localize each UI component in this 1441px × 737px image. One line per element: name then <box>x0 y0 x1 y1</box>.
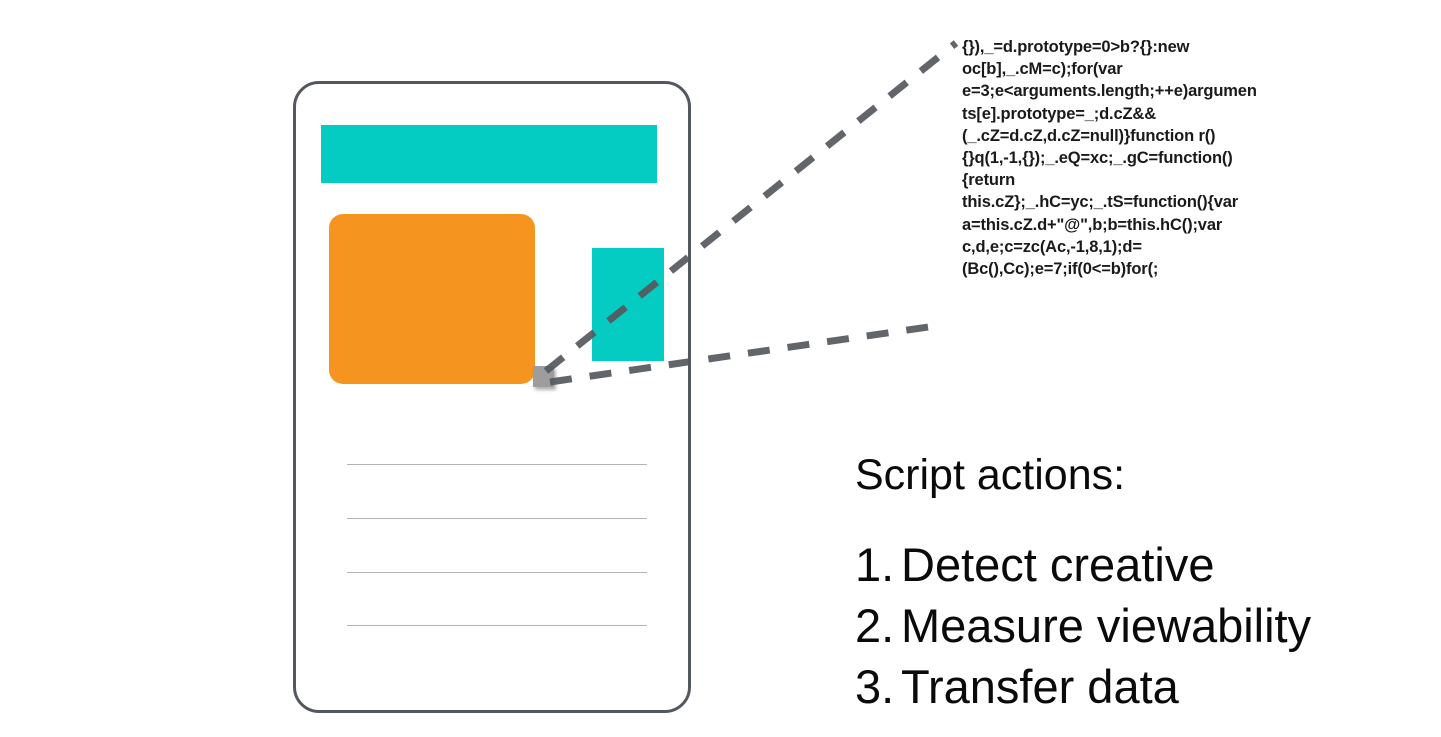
list-item-number: 3. <box>855 660 895 713</box>
list-item: 3.Transfer data <box>855 656 1311 717</box>
list-item-label: Transfer data <box>901 660 1179 713</box>
list-item: 1.Detect creative <box>855 534 1311 595</box>
list-item-number: 1. <box>855 538 895 591</box>
ad-creative-box <box>329 214 535 384</box>
content-line-2 <box>347 518 647 519</box>
list-item-label: Measure viewability <box>901 599 1312 652</box>
content-line-4 <box>347 625 647 626</box>
content-line-1 <box>347 464 647 465</box>
side-ad-slot <box>592 248 664 361</box>
list-item-number: 2. <box>855 599 895 652</box>
script-code-block: {}),_=d.prototype=0>b?{}:new oc[b],_.cM=… <box>962 38 1257 279</box>
list-item-label: Detect creative <box>901 538 1215 591</box>
script-actions-list: 1.Detect creative 2.Measure viewability … <box>855 534 1311 717</box>
banner-ad-slot <box>321 125 657 183</box>
list-item: 2.Measure viewability <box>855 595 1311 656</box>
tracking-pixel-marker <box>533 366 554 387</box>
content-line-3 <box>347 572 647 573</box>
script-actions-heading: Script actions: <box>855 451 1126 499</box>
